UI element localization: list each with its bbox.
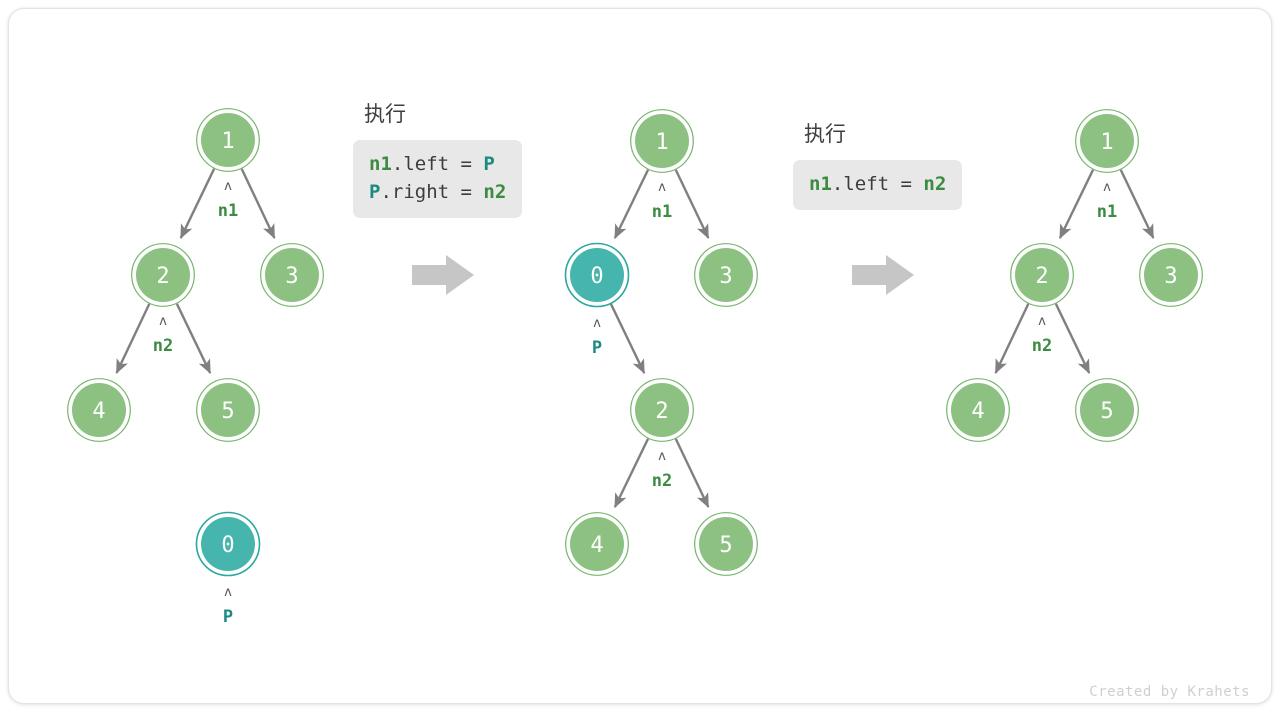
code-line: P.right = n2 [369, 178, 506, 206]
step-3-title: 执行 [804, 122, 846, 146]
code-token: P [369, 181, 381, 203]
code-token: P [483, 153, 495, 175]
diagram-card [8, 8, 1272, 704]
code-token: .right = [380, 181, 484, 203]
code-token: .left = [831, 173, 924, 195]
code-token: n1 [369, 153, 392, 175]
step-2-title: 执行 [364, 102, 406, 126]
step-3-code-block: n1.left = n2 [793, 160, 963, 210]
code-line: n1.left = P [369, 150, 506, 178]
code-token: n2 [923, 173, 947, 195]
code-token: .left = [391, 153, 484, 175]
credit-text: Created by Krahets [1089, 684, 1250, 700]
code-token: n1 [809, 173, 832, 195]
code-line: n1.left = n2 [809, 170, 946, 198]
code-token: n2 [483, 181, 507, 203]
